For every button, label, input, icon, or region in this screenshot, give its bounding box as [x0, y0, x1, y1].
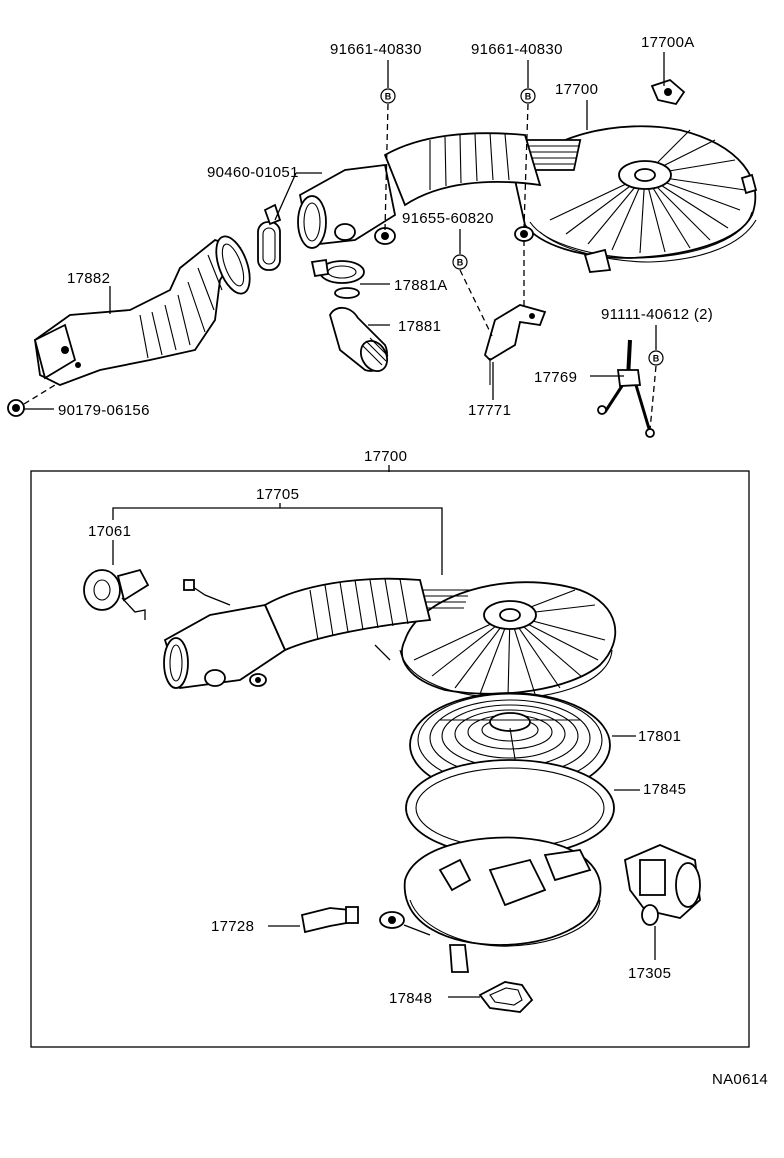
b-mark-2: B — [520, 88, 536, 104]
label-cap-sub: 17705 — [256, 486, 299, 503]
cap-assembly-17705 — [163, 577, 617, 699]
inlet-hose-17882 — [33, 235, 251, 386]
top-leader-lines — [23, 52, 665, 431]
diagram-code: NA0614 — [712, 1071, 768, 1088]
small-clamp-17881A — [310, 258, 365, 299]
seal-17848 — [478, 981, 534, 1013]
subassembly-box — [30, 470, 750, 1048]
sensor-17728 — [300, 906, 359, 934]
label-clip: 17700A — [641, 34, 695, 51]
b-mark-3: B — [452, 254, 468, 270]
label-bracket-stay: 17769 — [534, 369, 577, 386]
top-part-labels: 91661-40830 91661-40830 17700A 17700 904… — [58, 34, 713, 419]
label-bolt-right: 91661-40830 — [471, 41, 563, 58]
label-seal: 17848 — [389, 990, 432, 1007]
svg-text:B: B — [653, 354, 660, 364]
label-valve: 17061 — [88, 523, 131, 540]
cleaner-case — [379, 836, 602, 973]
label-gasket: 17845 — [643, 781, 686, 798]
label-sensor: 17728 — [211, 918, 254, 935]
bracket-17771 — [483, 304, 547, 385]
small-hose-17881 — [329, 306, 389, 372]
air-cleaner-assembly-drawing — [297, 78, 758, 273]
label-bolt-bracket: 91655-60820 — [402, 210, 494, 227]
stay-17769 — [597, 339, 655, 438]
air-flow-meter-17305 — [623, 844, 701, 926]
box-title-label: 17700 — [364, 448, 407, 465]
valve-17061 — [83, 568, 150, 620]
label-bracket: 17771 — [468, 402, 511, 419]
label-element: 17801 — [638, 728, 681, 745]
label-hose-small: 17881 — [398, 318, 441, 335]
label-hose-inlet: 17882 — [67, 270, 110, 287]
hose-clamp-90460 — [257, 203, 282, 271]
clip-90179 — [7, 399, 25, 417]
label-bolt-left: 91661-40830 — [330, 41, 422, 58]
hose-corrugations — [429, 132, 510, 190]
label-clip-bottom: 90179-06156 — [58, 402, 150, 419]
svg-text:B: B — [525, 92, 532, 102]
box-leader-lines — [268, 735, 656, 998]
label-stud-bolt: 91111-40612 (2) — [601, 306, 713, 323]
svg-text:B: B — [457, 258, 464, 268]
label-clamp-hose: 90460-01051 — [207, 164, 299, 181]
b-mark-4: B — [648, 350, 664, 366]
label-meter: 17305 — [628, 965, 671, 982]
label-clamp-small: 17881A — [394, 277, 448, 294]
svg-text:B: B — [385, 92, 392, 102]
b-mark-1: B — [380, 88, 396, 104]
label-cleaner-assy: 17700 — [555, 81, 598, 98]
